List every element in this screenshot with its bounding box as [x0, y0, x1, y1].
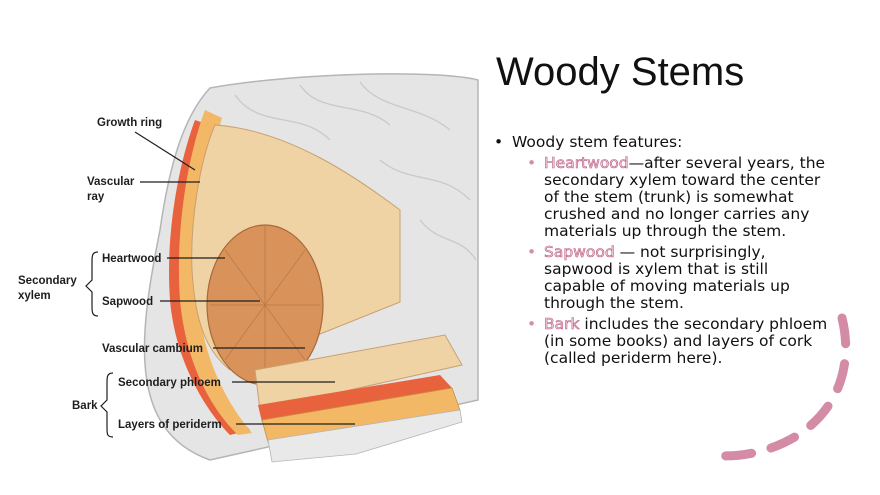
term-heartwood: Heartwood — [544, 154, 629, 172]
bracket-secondary-xylem — [85, 251, 99, 317]
label-secondary-xylem-2: xylem — [18, 290, 51, 302]
label-vascular-cambium: Vascular cambium — [102, 343, 203, 355]
label-sapwood: Sapwood — [102, 296, 153, 308]
woody-stem-diagram: Growth ring Vascular ray Heartwood Secon… — [18, 73, 479, 463]
intro-text: Woody stem features: — [512, 133, 683, 151]
desc-heartwood: —after several years, the secondary xyle… — [544, 154, 826, 240]
label-secondary-xylem-1: Secondary — [18, 275, 77, 287]
intro-bullet: Woody stem features: Heartwood—after sev… — [494, 134, 834, 367]
label-vascular-ray-2: ray — [87, 191, 105, 203]
label-periderm: Layers of periderm — [118, 419, 222, 431]
desc-sapwood: — not surprisingly, sapwood is xylem tha… — [544, 243, 790, 312]
label-bark: Bark — [72, 400, 98, 412]
term-sapwood: Sapwood — [544, 243, 615, 261]
cambium-flap — [258, 375, 452, 422]
label-growth-ring: Growth ring — [97, 117, 162, 129]
slide-title: Woody Stems — [496, 50, 745, 94]
sapwood-flap — [254, 334, 463, 411]
label-secondary-phloem: Secondary phloem — [118, 377, 221, 389]
heartwood-rays — [210, 225, 320, 385]
feature-heartwood: Heartwood—after several years, the secon… — [527, 154, 834, 240]
leader-growth-ring — [134, 131, 196, 171]
term-bark: Bark — [544, 315, 580, 333]
bracket-bark — [100, 372, 114, 438]
feature-sublist: Heartwood—after several years, the secon… — [512, 154, 834, 367]
feature-bark: Bark includes the secondary phloem (in s… — [527, 315, 834, 367]
feature-list: Woody stem features: Heartwood—after sev… — [494, 134, 834, 371]
desc-bark: includes the secondary phloem (in some b… — [544, 315, 828, 367]
label-vascular-ray-1: Vascular — [87, 176, 135, 188]
periderm-flap — [267, 409, 463, 463]
feature-sapwood: Sapwood — not surprisingly, sapwood is x… — [527, 243, 834, 312]
label-heartwood: Heartwood — [102, 253, 161, 265]
